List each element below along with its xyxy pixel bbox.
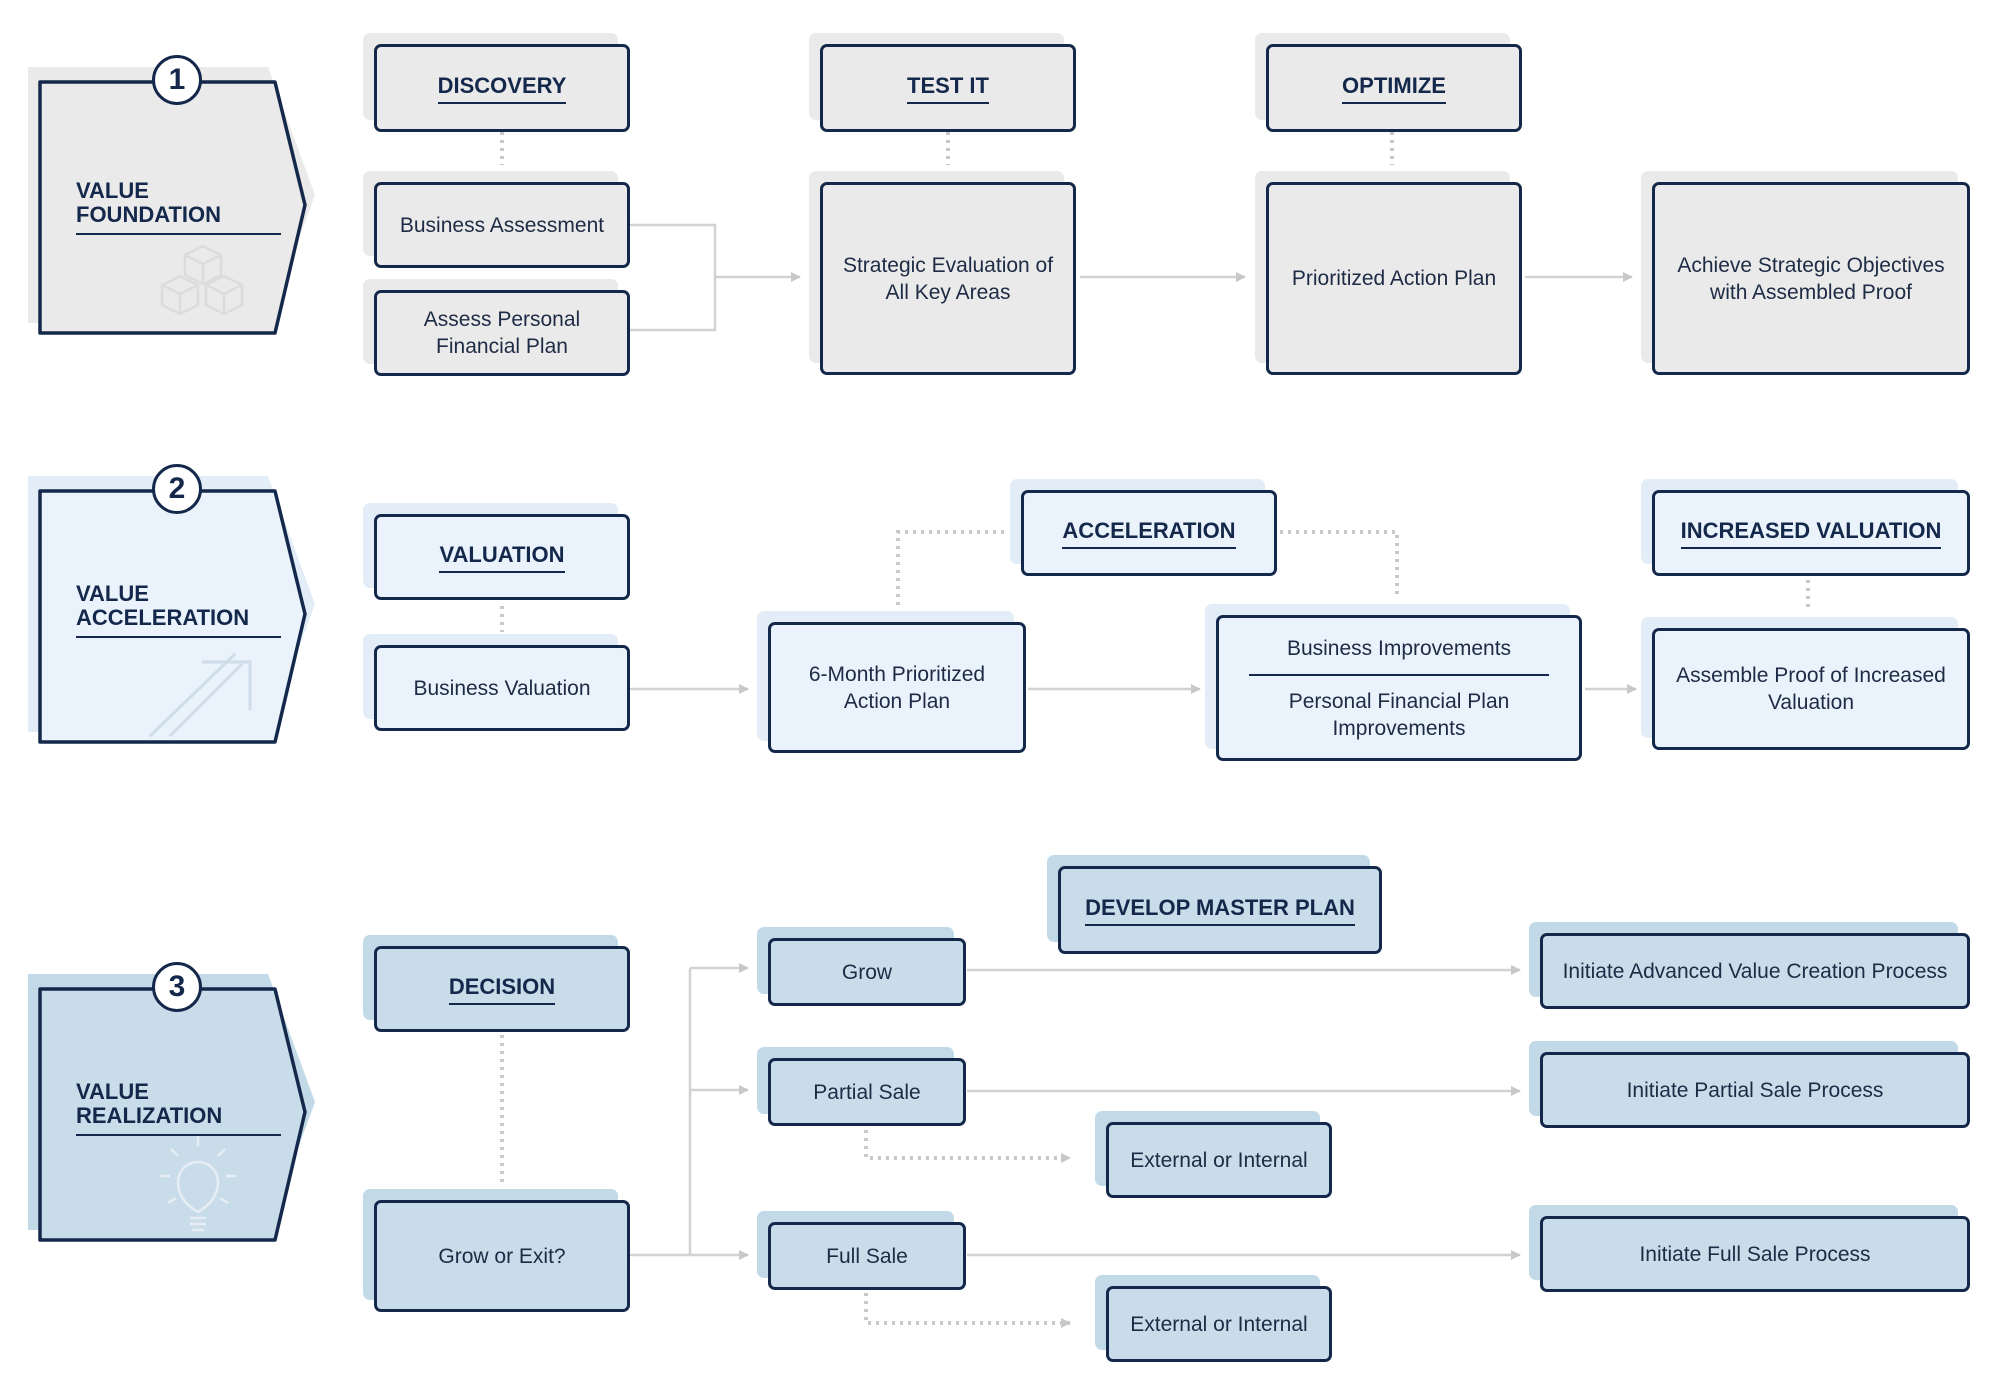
optimize-label: OPTIMIZE [1342, 72, 1446, 104]
improvements-box: Business Improvements Personal Financial… [1205, 604, 1582, 761]
partial-sale-option-box: Partial Sale [757, 1047, 966, 1126]
dotted-full-to-external [864, 1293, 1071, 1328]
develop-master-plan-header: DEVELOP MASTER PLAN [1047, 855, 1382, 954]
stage-card-shape [28, 67, 315, 335]
connector-decision-trunk [630, 968, 692, 1257]
test-it-label: TEST IT [907, 72, 989, 104]
cubes-icon [160, 244, 244, 316]
valuation-label: VALUATION [439, 541, 565, 573]
increased-valuation-header: INCREASED VALUATION [1641, 479, 1970, 576]
six-month-plan-box: 6-Month Prioritized Action Plan [757, 611, 1026, 753]
stage-title-line2: REALIZATION [76, 1103, 223, 1128]
lightbulb-icon [160, 1136, 236, 1232]
stage-card-shape [28, 476, 315, 744]
dotted-acceleration-to-improvements [1280, 530, 1399, 598]
stage-title-line1: VALUE [76, 1079, 149, 1104]
assemble-proof-box: Assemble Proof of Increased Valuation [1641, 617, 1970, 750]
business-improvements-label: Business Improvements [1286, 636, 1512, 660]
full-sale-option-box: Full Sale [757, 1211, 966, 1290]
stage-title: VALUE ACCELERATION [76, 582, 281, 638]
prioritized-action-plan-box: Prioritized Action Plan [1255, 171, 1522, 375]
discovery-label: DISCOVERY [437, 72, 567, 104]
arrow-up-right-icon [148, 652, 252, 738]
acceleration-header: ACCELERATION [1010, 479, 1277, 576]
test-it-header: TEST IT [809, 33, 1076, 132]
decision-header: DECISION [363, 935, 630, 1032]
connector-merge-to-strategic [630, 223, 800, 332]
stage-title: VALUE FOUNDATION [76, 179, 281, 235]
stage-number-badge: 1 [152, 55, 202, 105]
stage-card-value-foundation: 1 VALUE FOUNDATION [20, 55, 320, 345]
stage-title-line2: FOUNDATION [76, 202, 222, 227]
initiate-full-label: Initiate Full Sale Process [1639, 1242, 1871, 1266]
achieve-objectives-box: Achieve Strategic Objectives with Assemb… [1641, 171, 1970, 375]
business-assessment-box: Business Assessment [363, 171, 630, 268]
dotted-plan-to-acceleration [896, 530, 1005, 605]
stage-number-badge: 3 [152, 962, 202, 1012]
grow-option-label: Grow [841, 960, 893, 984]
six-month-plan-label: 6-Month Prioritized Action Plan [808, 662, 986, 713]
stage-title: VALUE REALIZATION [76, 1080, 281, 1136]
assess-personal-financial-plan-box: Assess Personal Financial Plan [363, 279, 630, 376]
stage-title-line1: VALUE [76, 581, 149, 606]
initiate-partial-box: Initiate Partial Sale Process [1529, 1041, 1970, 1128]
improvements-divider [1249, 673, 1549, 676]
personal-financial-improvements-label: Personal Financial Plan Improvements [1288, 689, 1510, 740]
initiate-advanced-label: Initiate Advanced Value Creation Process [1562, 959, 1948, 983]
dotted-partial-to-external [864, 1130, 1071, 1163]
develop-master-plan-label: DEVELOP MASTER PLAN [1085, 894, 1355, 926]
external-or-internal-label-1: External or Internal [1130, 1148, 1308, 1172]
external-or-internal-box-2: External or Internal [1095, 1275, 1332, 1362]
stage-card-shape [28, 974, 315, 1242]
initiate-full-box: Initiate Full Sale Process [1529, 1205, 1970, 1292]
assess-personal-financial-plan-label: Assess Personal Financial Plan [423, 308, 581, 358]
assemble-proof-label: Assemble Proof of Increased Valuation [1676, 664, 1946, 714]
external-or-internal-label-2: External or Internal [1130, 1312, 1308, 1336]
stage-number-badge: 2 [152, 464, 202, 514]
stage-title-line1: VALUE [76, 178, 149, 203]
prioritized-action-plan-label: Prioritized Action Plan [1291, 267, 1497, 290]
business-valuation-label: Business Valuation [413, 676, 591, 700]
increased-valuation-label: INCREASED VALUATION [1680, 517, 1942, 549]
grow-or-exit-label: Grow or Exit? [438, 1244, 566, 1268]
full-sale-option-label: Full Sale [826, 1244, 908, 1268]
optimize-header: OPTIMIZE [1255, 33, 1522, 132]
initiate-advanced-box: Initiate Advanced Value Creation Process [1529, 922, 1970, 1009]
grow-or-exit-box: Grow or Exit? [363, 1189, 630, 1312]
business-assessment-label: Business Assessment [399, 213, 605, 237]
stage-card-value-realization: 3 VALUE REALIZATION [20, 962, 320, 1252]
achieve-objectives-label: Achieve Strategic Objectives with Assemb… [1677, 253, 1945, 304]
strategic-evaluation-box: Strategic Evaluation of All Key Areas [809, 171, 1076, 375]
stage-card-value-acceleration: 2 VALUE ACCELERATION [20, 464, 320, 754]
valuation-header: VALUATION [363, 503, 630, 600]
discovery-header: DISCOVERY [363, 33, 630, 132]
decision-label: DECISION [448, 973, 556, 1005]
acceleration-label: ACCELERATION [1062, 517, 1236, 549]
business-valuation-box: Business Valuation [363, 634, 630, 731]
initiate-partial-label: Initiate Partial Sale Process [1626, 1078, 1884, 1102]
stage-title-line2: ACCELERATION [76, 605, 250, 630]
external-or-internal-box-1: External or Internal [1095, 1111, 1332, 1198]
grow-option-box: Grow [757, 927, 966, 1006]
strategic-evaluation-label: Strategic Evaluation of All Key Areas [842, 253, 1054, 304]
partial-sale-option-label: Partial Sale [813, 1080, 921, 1104]
